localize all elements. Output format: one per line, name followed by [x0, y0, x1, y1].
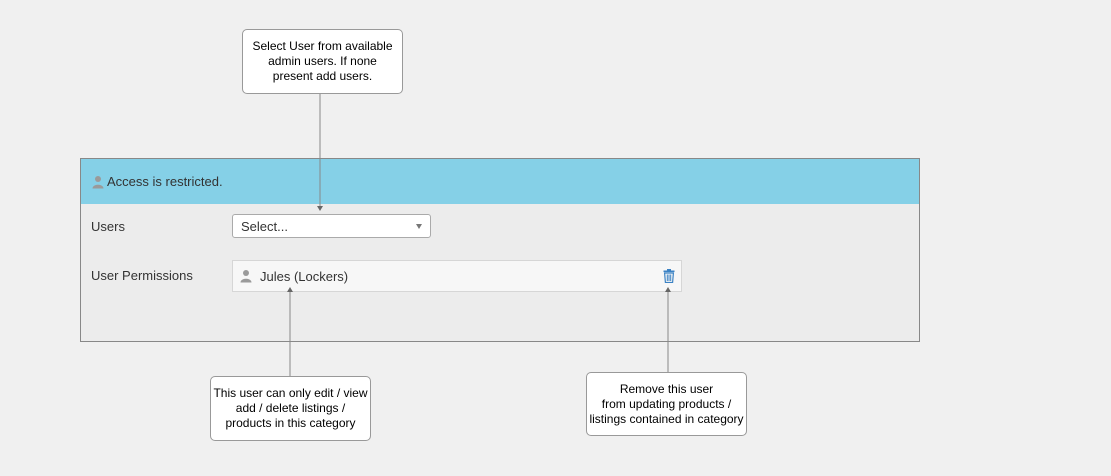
- trash-icon[interactable]: [663, 269, 675, 283]
- users-select-value: Select...: [241, 218, 288, 234]
- callout-remove-user: Remove this user from updating products …: [586, 372, 747, 436]
- callout-select-user: Select User from available admin users. …: [242, 29, 403, 94]
- user-permissions-label: User Permissions: [91, 268, 193, 283]
- users-label: Users: [91, 219, 125, 234]
- permission-user-name: Jules (Lockers): [260, 268, 349, 284]
- user-icon: [240, 269, 252, 283]
- panel-header: Access is restricted.: [81, 159, 919, 204]
- permission-user-row: Jules (Lockers): [232, 260, 682, 292]
- access-panel: Access is restricted. Users Select... Us…: [80, 158, 920, 342]
- chevron-down-icon: [416, 224, 422, 229]
- users-select[interactable]: Select...: [232, 214, 431, 238]
- user-icon: [92, 175, 104, 189]
- header-title: Access is restricted.: [107, 174, 223, 189]
- callout-user-permissions: This user can only edit / view add / del…: [210, 376, 371, 441]
